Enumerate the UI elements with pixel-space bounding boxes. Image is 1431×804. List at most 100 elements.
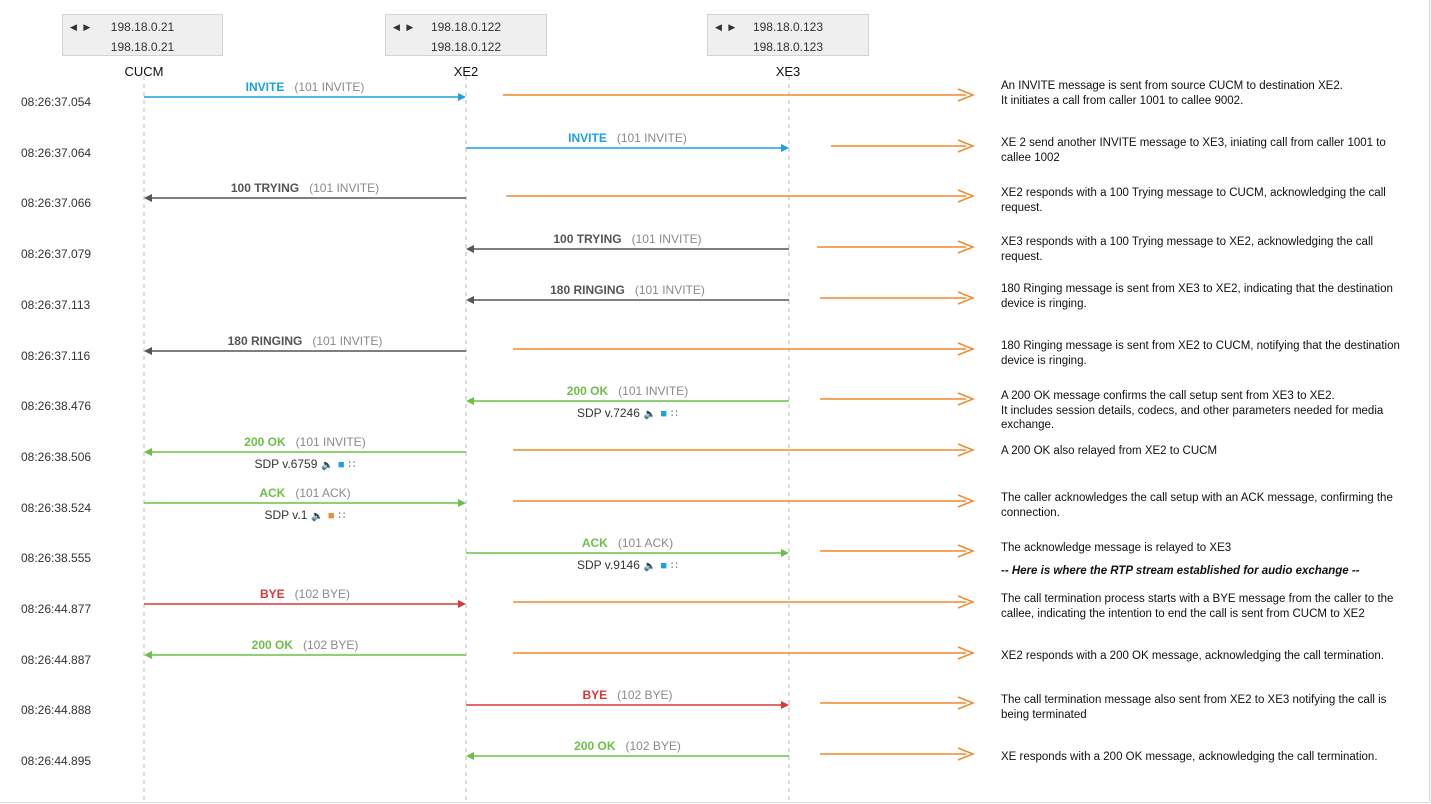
- video-disabled-icon: ■: [327, 510, 335, 522]
- note-pointer-arrowhead: [957, 139, 976, 153]
- sdp-info[interactable]: SDP v.1🔈■∷: [264, 508, 345, 522]
- annotation-line: A 200 OK message confirms the call setup…: [1001, 390, 1335, 402]
- annotation-line: XE3 responds with a 100 Trying message t…: [1001, 236, 1374, 263]
- message-method: ACK: [581, 536, 608, 550]
- message-label[interactable]: BYE (102 BYE): [582, 688, 672, 702]
- message-timestamp: 08:26:44.877: [21, 602, 92, 616]
- message-arrowhead: [466, 296, 474, 304]
- message-label[interactable]: INVITE (101 INVITE): [568, 131, 687, 145]
- message-method: ACK: [259, 486, 286, 500]
- message-cseq: (101 INVITE): [618, 384, 689, 398]
- message-arrowhead: [466, 397, 474, 405]
- audio-icon: 🔈: [311, 511, 324, 522]
- audio-icon: 🔈: [643, 561, 657, 572]
- message-cseq: (101 INVITE): [631, 232, 702, 246]
- message-cseq: (102 BYE): [617, 688, 673, 702]
- nav-arrows-icon[interactable]: ◀ ▶: [393, 22, 416, 32]
- message-method: 100 TRYING: [553, 232, 622, 246]
- note-pointer-arrowhead: [957, 494, 976, 508]
- message-timestamp: 08:26:38.476: [21, 399, 92, 413]
- host-ip: 198.18.0.21: [110, 40, 175, 54]
- message-label[interactable]: 180 RINGING(101 INVITE): [228, 334, 383, 348]
- message-label[interactable]: 200 OK(102 BYE): [252, 638, 359, 652]
- annotation-line: 180 Ringing message is sent from XE3 to …: [1001, 283, 1393, 310]
- message-arrowhead: [781, 144, 789, 152]
- annotation-line: The acknowledge message is relayed to XE…: [1001, 542, 1232, 554]
- sdp-version: SDP v.9146: [576, 558, 640, 572]
- annotation-note: The call termination process starts with…: [1001, 592, 1413, 621]
- host-box-xe2[interactable]: ◀ ▶ 198.18.0.122 198.18.0.122: [385, 14, 547, 56]
- message-label[interactable]: 200 OK(101 INVITE): [567, 384, 688, 398]
- message-method: 180 RINGING: [550, 283, 625, 297]
- message-method: BYE: [582, 688, 608, 702]
- message-arrowhead: [144, 194, 152, 202]
- nav-arrows-icon[interactable]: ◀ ▶: [715, 22, 738, 32]
- message-method: INVITE: [568, 131, 607, 145]
- message-timestamp: 08:26:37.113: [21, 298, 91, 312]
- sdp-info[interactable]: SDP v.9146🔈■∷: [577, 558, 678, 572]
- sdp-info[interactable]: SDP v.7246🔈■∷: [577, 406, 678, 420]
- annotation-line: XE responds with a 200 OK message, ackno…: [1001, 751, 1378, 763]
- grid-icon: ∷: [338, 510, 346, 522]
- message-cseq: (101 INVITE): [309, 181, 380, 195]
- message-label[interactable]: 200 OK(101 INVITE): [244, 435, 365, 449]
- message-label[interactable]: 180 RINGING (101 INVITE): [550, 283, 705, 297]
- rtp-note: -- Here is where the RTP stream establis…: [1001, 565, 1360, 577]
- message-label[interactable]: 100 TRYING(101 INVITE): [231, 181, 379, 195]
- sdp-version: SDP v.7246: [576, 406, 640, 420]
- annotation-line: An INVITE message is sent from source CU…: [1001, 80, 1343, 92]
- nav-arrows-icon[interactable]: ◀ ▶: [70, 22, 93, 32]
- message-arrowhead: [144, 448, 152, 456]
- annotation-note: XE3 responds with a 100 Trying message t…: [1001, 235, 1413, 264]
- message-label[interactable]: INVITE(101 INVITE): [246, 80, 365, 94]
- host-name-xe2: XE2: [453, 64, 479, 79]
- message-cseq: (101 INVITE): [616, 131, 687, 145]
- message-cseq: (101 INVITE): [294, 80, 365, 94]
- note-pointer-arrowhead: [957, 342, 976, 356]
- message-arrowhead: [144, 651, 152, 659]
- host-name-cucm: CUCM: [124, 64, 164, 79]
- message-label[interactable]: 100 TRYING (101 INVITE): [553, 232, 701, 246]
- message-timestamp: 08:26:37.066: [21, 196, 92, 210]
- message-timestamp: 08:26:38.555: [21, 551, 92, 565]
- annotation-line: XE 2 send another INVITE message to XE3,…: [1001, 137, 1386, 164]
- annotation-note: The caller acknowledges the call setup w…: [1001, 491, 1413, 520]
- video-icon: ■: [660, 408, 668, 420]
- message-cseq: (101 ACK): [295, 486, 351, 500]
- message-label[interactable]: 200 OK(102 BYE): [574, 739, 681, 753]
- message-arrowhead: [144, 347, 152, 355]
- message-cseq: (102 BYE): [303, 638, 359, 652]
- annotation-line: A 200 OK also relayed from XE2 to CUCM: [1001, 445, 1218, 457]
- annotation-line: XE2 responds with a 200 OK message, ackn…: [1001, 650, 1384, 662]
- note-pointer-arrowhead: [957, 696, 976, 710]
- message-label[interactable]: BYE(102 BYE): [260, 587, 350, 601]
- note-pointer-arrowhead: [957, 747, 976, 761]
- message-timestamp: 08:26:44.895: [21, 754, 92, 768]
- annotation-line: The call termination process starts with…: [1001, 593, 1394, 620]
- message-cseq: (101 INVITE): [312, 334, 383, 348]
- message-cseq: (101 INVITE): [634, 283, 705, 297]
- annotation-note: The call termination message also sent f…: [1001, 693, 1413, 722]
- sdp-info[interactable]: SDP v.6759🔈■∷: [254, 457, 355, 471]
- grid-icon: ∷: [671, 560, 679, 572]
- message-label[interactable]: ACK (101 ACK): [582, 536, 673, 550]
- host-box-xe3[interactable]: ◀ ▶ 198.18.0.123 198.18.0.123: [707, 14, 869, 56]
- host-ip: 198.18.0.122: [430, 40, 502, 54]
- audio-icon: 🔈: [643, 409, 657, 420]
- host-box-cucm[interactable]: ◀ ▶ 198.18.0.21 198.18.0.21: [62, 14, 223, 56]
- message-timestamp: 08:26:38.506: [21, 450, 92, 464]
- message-cseq: (101 ACK): [617, 536, 674, 550]
- annotation-note: A 200 OK message confirms the call setup…: [1001, 389, 1413, 433]
- message-cseq: (102 BYE): [294, 587, 351, 601]
- message-label[interactable]: ACK (101 ACK): [259, 486, 350, 500]
- grid-icon: ∷: [348, 459, 356, 471]
- annotation-line: XE2 responds with a 100 Trying message t…: [1001, 187, 1386, 214]
- message-arrowhead: [781, 701, 789, 709]
- message-timestamp: 08:26:37.116: [21, 349, 91, 363]
- video-icon: ■: [660, 560, 668, 572]
- message-timestamp: 08:26:38.524: [21, 501, 92, 515]
- note-pointer-arrowhead: [957, 595, 976, 609]
- host-ip: 198.18.0.123: [752, 20, 824, 34]
